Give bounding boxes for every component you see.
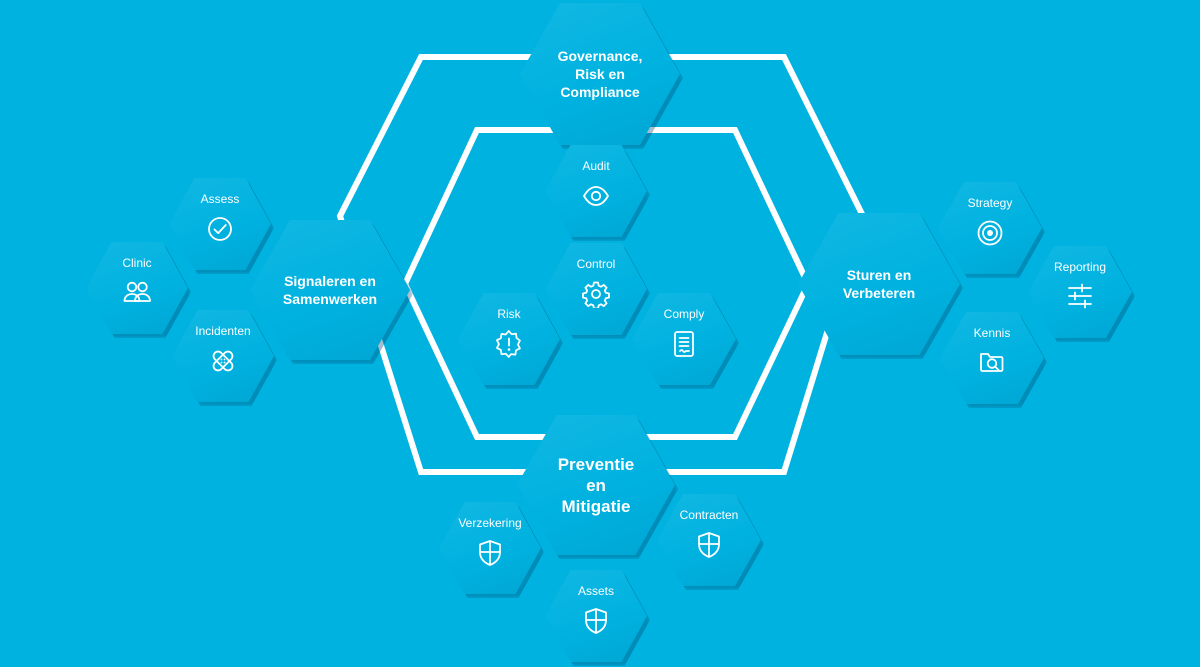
node-title-line: Risk en xyxy=(575,66,625,82)
document-icon xyxy=(671,330,697,358)
alert-badge-icon xyxy=(495,330,523,358)
hex-node-clinic[interactable]: Clinic xyxy=(86,242,188,334)
node-label: Reporting xyxy=(1053,260,1107,274)
shield-icon xyxy=(696,531,722,559)
eye-icon xyxy=(582,182,610,210)
hex-content: Risk xyxy=(458,293,560,385)
node-title-line: Samenwerken xyxy=(282,291,378,307)
node-label: Verzekering xyxy=(458,516,522,530)
hex-content: Incidenten xyxy=(172,310,274,402)
hex-content: Clinic xyxy=(86,242,188,334)
node-title-line: en xyxy=(586,475,606,495)
node-title-line: Compliance xyxy=(560,84,640,100)
hex-content: Governance, Risk en Compliance xyxy=(520,3,680,145)
hex-node-control[interactable]: Control xyxy=(545,243,647,335)
node-label: Contracten xyxy=(679,508,739,522)
hex-node-governance[interactable]: Governance, Risk en Compliance xyxy=(520,3,680,145)
target-icon xyxy=(976,219,1004,247)
node-title-line: Governance, xyxy=(557,48,643,64)
hex-content: Reporting xyxy=(1028,246,1132,338)
gear-icon xyxy=(582,280,610,308)
node-label: Comply xyxy=(663,307,705,321)
node-label: Audit xyxy=(582,159,610,173)
node-label: Kennis xyxy=(973,326,1011,340)
node-title: Sturen en Verbeteren xyxy=(843,266,915,302)
node-title-line: Verbeteren xyxy=(842,285,916,301)
node-title: Governance, Risk en Compliance xyxy=(558,47,643,101)
node-label: Clinic xyxy=(122,256,152,270)
hex-node-reporting[interactable]: Reporting xyxy=(1028,246,1132,338)
node-title-line: Signaleren en xyxy=(284,273,376,289)
folder-search-icon xyxy=(978,349,1006,375)
node-label: Assets xyxy=(577,584,614,598)
people-icon xyxy=(122,279,152,305)
node-title-line: Mitigatie xyxy=(561,496,631,516)
shield-icon xyxy=(583,607,609,635)
bandage-icon xyxy=(209,347,237,375)
shield-icon xyxy=(477,539,503,567)
node-title: Signaleren en Samenwerken xyxy=(283,272,377,308)
node-label: Control xyxy=(576,257,616,271)
sliders-icon xyxy=(1066,283,1094,309)
node-label: Strategy xyxy=(967,196,1013,210)
node-title-line: Sturen en xyxy=(846,267,912,283)
hex-content: Control xyxy=(545,243,647,335)
node-label: Incidenten xyxy=(195,324,251,338)
node-title-line: Preventie xyxy=(557,454,635,474)
outer-hexagon-outline xyxy=(336,54,867,475)
node-label: Assess xyxy=(200,192,240,206)
check-circle-icon xyxy=(206,215,234,243)
hex-node-incidenten[interactable]: Incidenten xyxy=(172,310,274,402)
hex-node-risk[interactable]: Risk xyxy=(458,293,560,385)
node-label: Risk xyxy=(497,307,521,321)
